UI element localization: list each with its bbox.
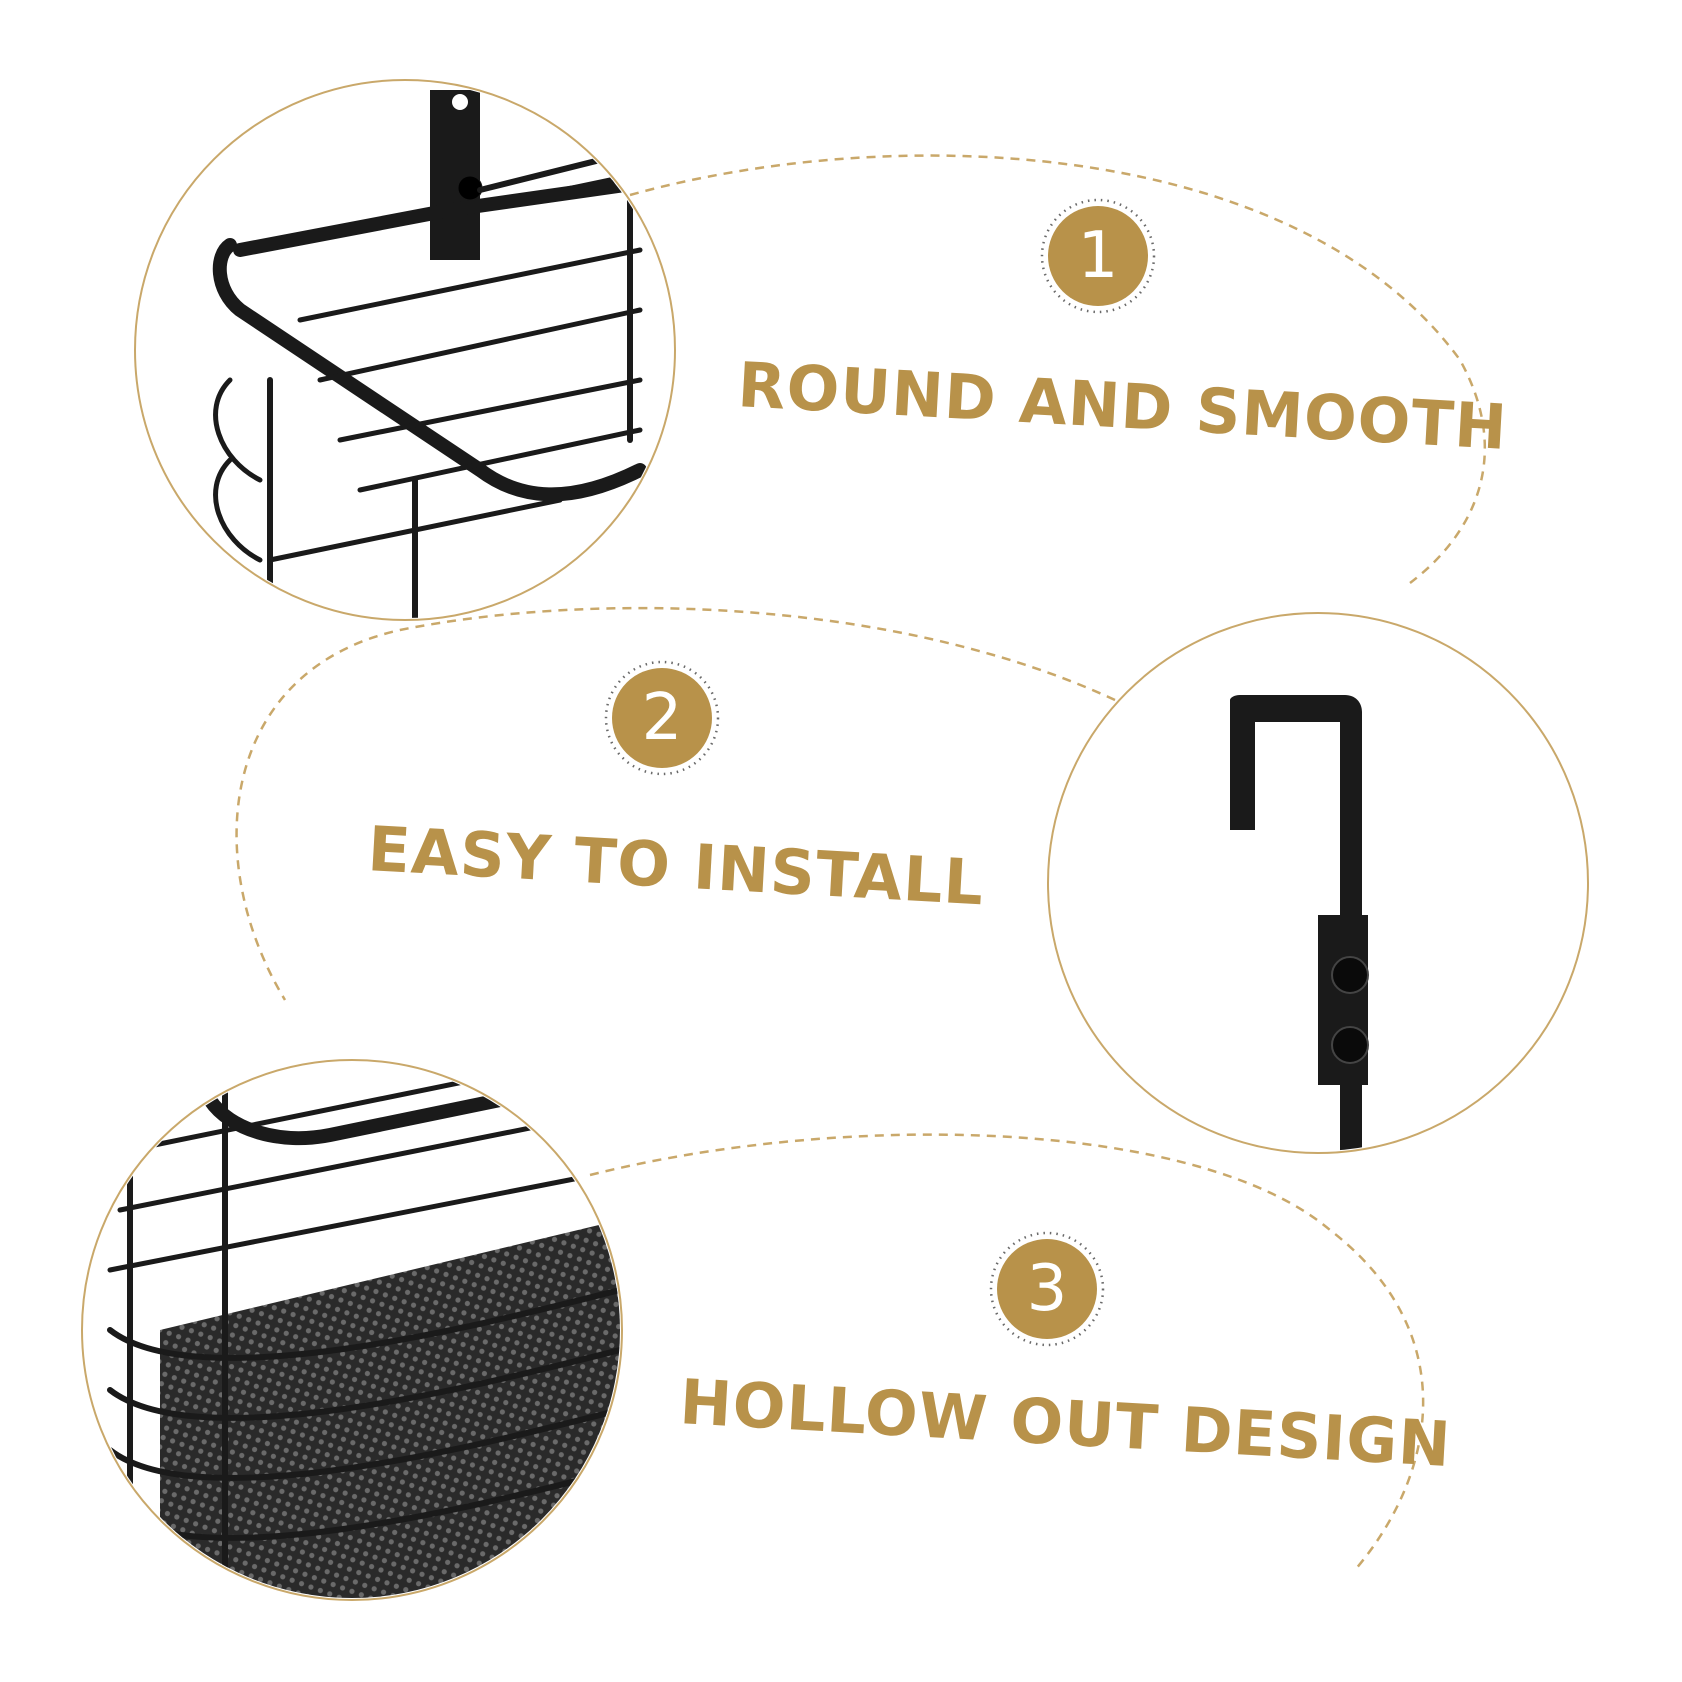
dashed-curve-3	[589, 1133, 1425, 1571]
wire-basket-corner-icon	[212, 90, 667, 618]
badge-3	[989, 1231, 1105, 1347]
door-hook-icon	[1230, 695, 1369, 1151]
badge-number-2: 2	[641, 681, 683, 755]
mesh-basket-bottom-icon	[107, 1062, 620, 1598]
badge-2	[604, 660, 720, 776]
badge-1	[1040, 198, 1156, 314]
image-frame-2	[1047, 612, 1589, 1154]
dashed-curve-2	[235, 606, 1116, 1001]
badge-number-1: 1	[1077, 219, 1119, 293]
badge-number-3: 3	[1026, 1252, 1068, 1326]
